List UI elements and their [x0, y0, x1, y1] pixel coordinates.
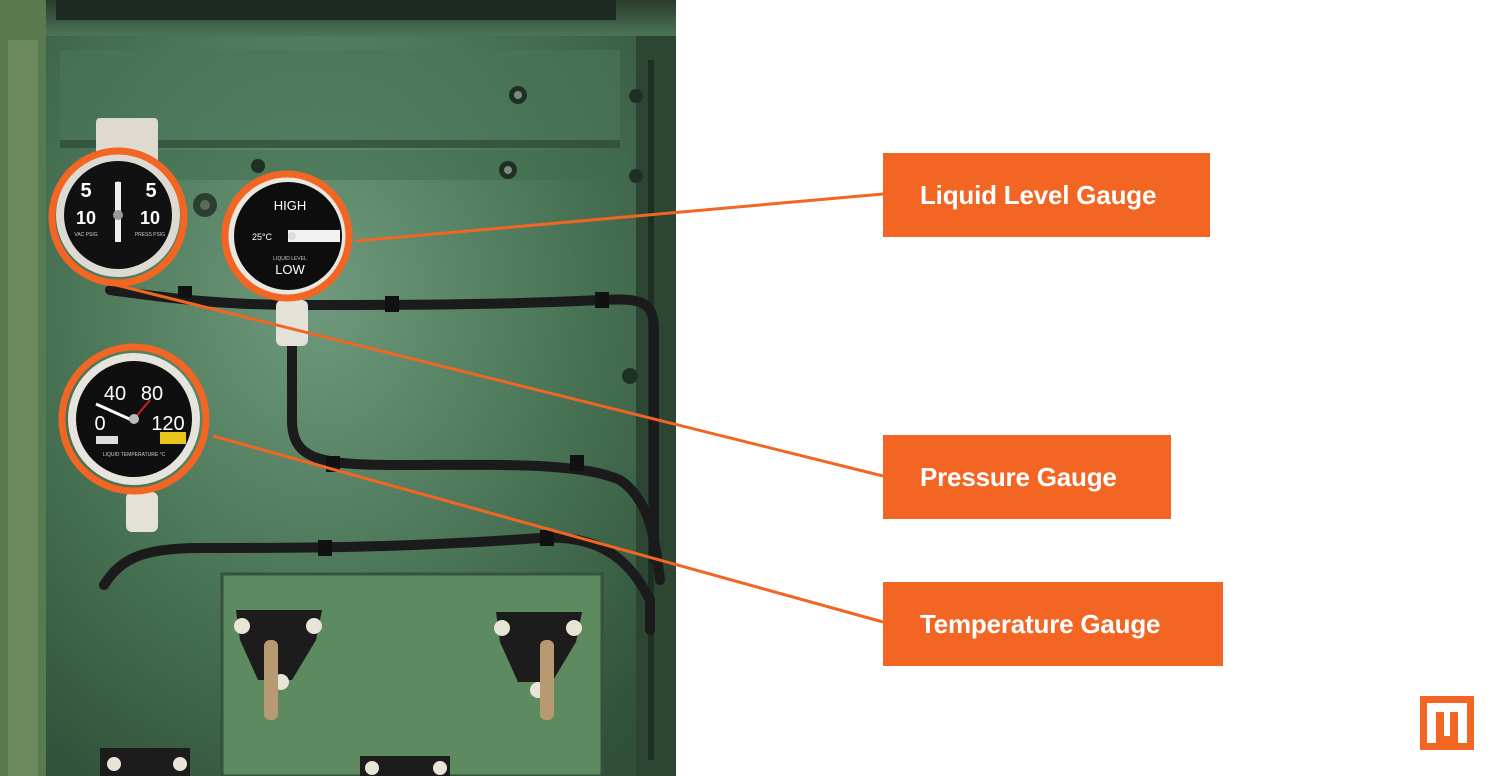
label-liquid-level-gauge: Liquid Level Gauge	[883, 153, 1210, 237]
svg-text:LIQUID TEMPERATURE °C: LIQUID TEMPERATURE °C	[103, 452, 166, 458]
svg-text:40: 40	[104, 383, 126, 405]
temperature-gauge: 40 80 0 120 LIQUID TEMPERATURE °C	[68, 353, 200, 485]
svg-text:25°C: 25°C	[252, 232, 273, 242]
label-pressure-gauge: Pressure Gauge	[883, 435, 1171, 519]
cabinet-photo: 5 0 5 10 10 VAC PSIG PRESS PSIG HIGH 25°…	[0, 0, 676, 776]
svg-text:HIGH: HIGH	[274, 198, 307, 213]
bushing-left	[234, 610, 322, 720]
brand-logo-icon	[1420, 696, 1474, 750]
svg-text:10: 10	[140, 208, 160, 228]
label-pressure-text: Pressure Gauge	[920, 461, 1117, 492]
svg-text:80: 80	[141, 383, 163, 405]
svg-text:LIQUID LEVEL: LIQUID LEVEL	[273, 256, 307, 262]
label-liquid-level-text: Liquid Level Gauge	[920, 179, 1157, 210]
svg-text:0: 0	[94, 413, 105, 435]
svg-text:5: 5	[145, 180, 156, 202]
svg-text:LOW: LOW	[275, 262, 305, 277]
svg-text:VAC PSIG: VAC PSIG	[74, 232, 97, 238]
svg-text:5: 5	[80, 180, 91, 202]
pressure-gauge: 5 0 5 10 10 VAC PSIG PRESS PSIG	[56, 153, 180, 277]
label-temperature-text: Temperature Gauge	[920, 608, 1161, 639]
svg-text:PRESS PSIG: PRESS PSIG	[135, 232, 165, 238]
liquid-level-gauge: HIGH 25°C LIQUID LEVEL LOW	[225, 173, 351, 299]
svg-text:10: 10	[76, 208, 96, 228]
bushing-right	[494, 612, 582, 720]
label-temperature-gauge: Temperature Gauge	[883, 582, 1223, 666]
svg-text:120: 120	[151, 413, 184, 435]
